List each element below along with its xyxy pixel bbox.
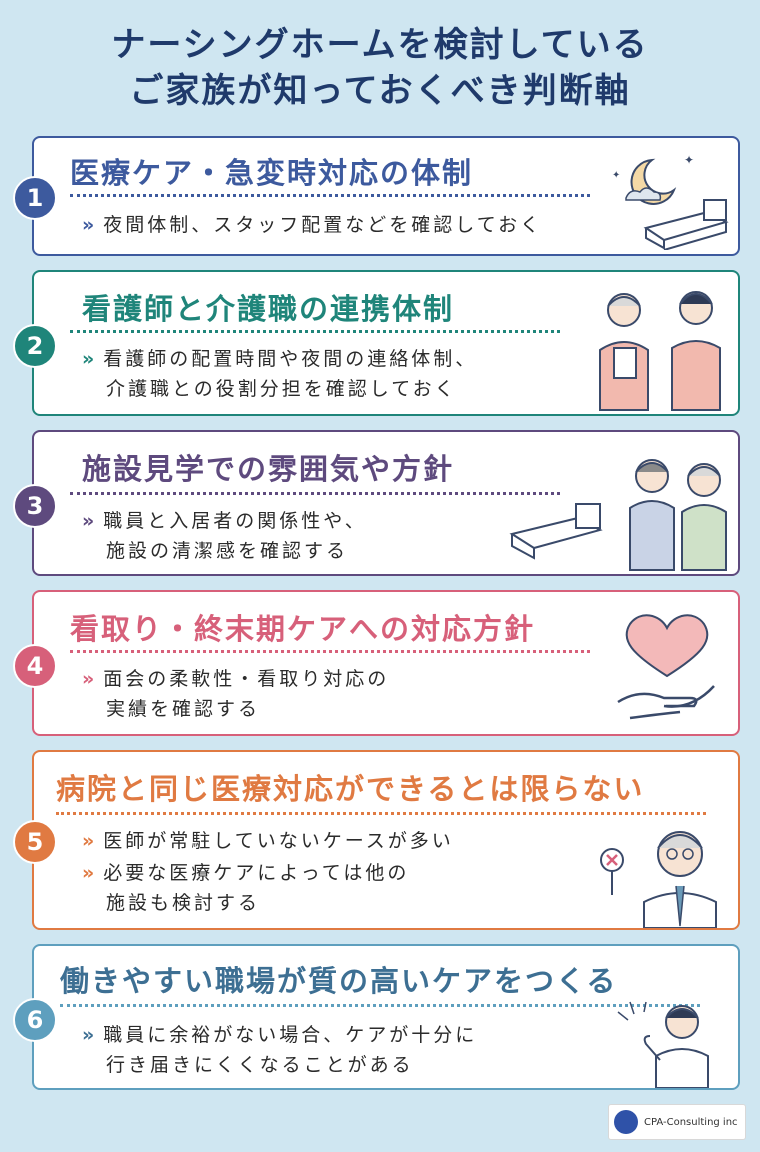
card-number: 2 [13,324,57,368]
card-heading: 施設見学での雰囲気や方針 [82,452,455,486]
page-title: ナーシングホームを検討している ご家族が知っておくべき判断軸 [0,22,760,114]
card-2: 2 看護師と介護職の連携体制 »看護師の配置時間や夜間の連絡体制、 介護職との役… [13,270,740,416]
staff-icon [617,1001,709,1088]
card-line: »職員に余裕がない場合、ケアが十分に [82,1024,478,1046]
chevron-right-icon: » [82,510,98,532]
card-line: 施設も検討する [106,892,261,914]
logo-text: CPA-Consulting inc [644,1116,738,1128]
dotted-divider [70,330,560,333]
card-line: »看護師の配置時間や夜間の連絡体制、 [82,348,478,370]
heart-hand-icon [617,614,715,720]
card-line: 実績を確認する [106,698,261,720]
card-number: 3 [13,484,57,528]
chevron-right-icon: » [82,862,98,884]
card-text: »職員と入居者の関係性や、 施設の清潔感を確認する [82,506,367,566]
card-text: »職員に余裕がない場合、ケアが十分に 行き届きにくくなることがある [82,1020,477,1080]
doctor-icon [600,831,717,928]
card-heading: 看護師と介護職の連携体制 [82,292,455,326]
card-line: »職員と入居者の関係性や、 [82,510,367,532]
logo-icon [614,1110,638,1134]
card-5: 5 病院と同じ医療対応ができるとは限らない »医師が常駐していないケースが多い … [13,750,740,930]
chevron-right-icon: » [82,348,98,370]
card-heading: 病院と同じ医療対応ができるとは限らない [56,772,645,806]
bed-family-icon [509,459,727,571]
card-number: 6 [13,998,57,1042]
card-heading: 看取り・終末期ケアへの対応方針 [70,612,536,646]
chevron-right-icon: » [82,830,98,852]
card-line: »必要な医療ケアによっては他の [82,862,410,884]
card-line: »夜間体制、スタッフ配置などを確認しておく [82,214,543,236]
card-text: »医師が常駐していないケースが多い »必要な医療ケアによっては他の 施設も検討す… [82,826,454,918]
company-logo: CPA-Consulting inc [608,1104,746,1140]
moon-bed-icon: ✦ ✦ [612,153,729,250]
nurse-caregiver-icon [599,291,721,411]
card-6: 6 働きやすい職場が質の高いケアをつくる »職員に余裕がない場合、ケアが十分に … [13,944,740,1090]
card-heading: 働きやすい職場が質の高いケアをつくる [60,964,618,998]
card-line: »医師が常駐していないケースが多い [82,830,454,852]
dotted-divider [56,812,706,815]
card-1: 1 医療ケア・急変時対応の体制 »夜間体制、スタッフ配置などを確認しておく ✦ … [13,136,740,256]
card-text: »面会の柔軟性・看取り対応の 実績を確認する [82,664,389,724]
card-heading: 医療ケア・急変時対応の体制 [70,156,474,190]
card-3: 3 施設見学での雰囲気や方針 »職員と入居者の関係性や、 施設の清潔感を確認する [13,430,740,576]
card-text: »夜間体制、スタッフ配置などを確認しておく [82,210,542,240]
dotted-divider [70,650,590,653]
svg-text:✦: ✦ [612,170,620,181]
card-4: 4 看取り・終末期ケアへの対応方針 »面会の柔軟性・看取り対応の 実績を確認する [13,590,740,736]
chevron-right-icon: » [82,1024,98,1046]
title-line-2: ご家族が知っておくべき判断軸 [129,71,631,111]
card-line: 介護職との役割分担を確認しておく [106,378,457,400]
svg-text:✦: ✦ [684,153,694,167]
card-number: 1 [13,176,57,220]
dotted-divider [60,1004,700,1007]
card-number: 5 [13,820,57,864]
chevron-right-icon: » [82,668,98,690]
dotted-divider [70,194,590,197]
chevron-right-icon: » [82,214,98,236]
dotted-divider [70,492,560,495]
card-line: 施設の清潔感を確認する [106,540,349,562]
card-text: »看護師の配置時間や夜間の連絡体制、 介護職との役割分担を確認しておく [82,344,477,404]
card-number: 4 [13,644,57,688]
card-line: »面会の柔軟性・看取り対応の [82,668,390,690]
title-line-1: ナーシングホームを検討している [111,25,649,65]
card-line: 行き届きにくくなることがある [106,1054,414,1076]
